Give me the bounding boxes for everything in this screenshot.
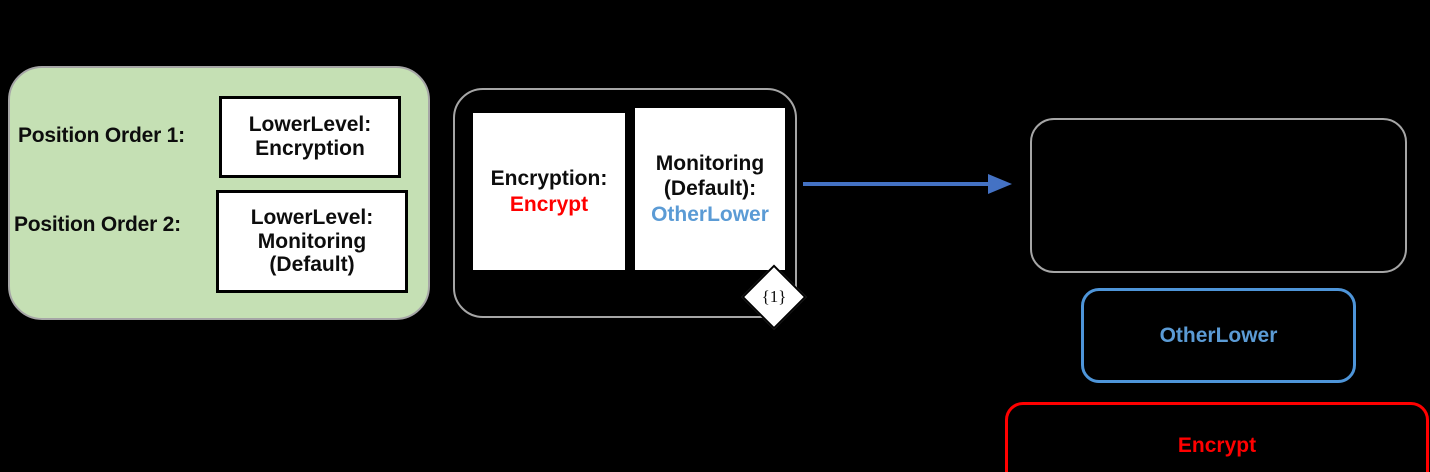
flow-arrow-icon (803, 174, 1012, 194)
result-otherlower-box: OtherLower (1081, 288, 1356, 383)
position-order-1-label: Position Order 1: (18, 124, 185, 147)
result-otherlower-label: OtherLower (1159, 323, 1278, 347)
note-1-line-1: LowerLevel: (248, 113, 372, 137)
encryption-document: Encryption: Encrypt (473, 113, 625, 270)
note-2-line-1: LowerLevel: (250, 206, 374, 230)
encryption-document-title: Encryption: (490, 167, 608, 191)
encryption-document-value: Encrypt (509, 192, 589, 216)
monitoring-document-value: OtherLower (651, 202, 769, 226)
monitoring-document: Monitoring (Default): OtherLower (635, 108, 785, 270)
result-empty-box (1030, 118, 1407, 273)
position-order-2-note: LowerLevel: Monitoring (Default) (216, 190, 408, 293)
note-2-line-3: (Default) (269, 253, 355, 277)
result-encrypt-box: Encrypt (1005, 402, 1429, 472)
result-encrypt-label: Encrypt (1177, 434, 1257, 457)
position-order-1-note: LowerLevel: Encryption (219, 96, 401, 178)
position-order-2-label: Position Order 2: (14, 213, 181, 236)
multiplicity-label: {1} (761, 287, 787, 306)
note-2-line-2: Monitoring (257, 229, 367, 253)
monitoring-document-title-line-1: Monitoring (655, 152, 765, 176)
note-1-line-2: Encryption (255, 137, 365, 160)
monitoring-document-title-line-2: (Default): (663, 177, 757, 201)
